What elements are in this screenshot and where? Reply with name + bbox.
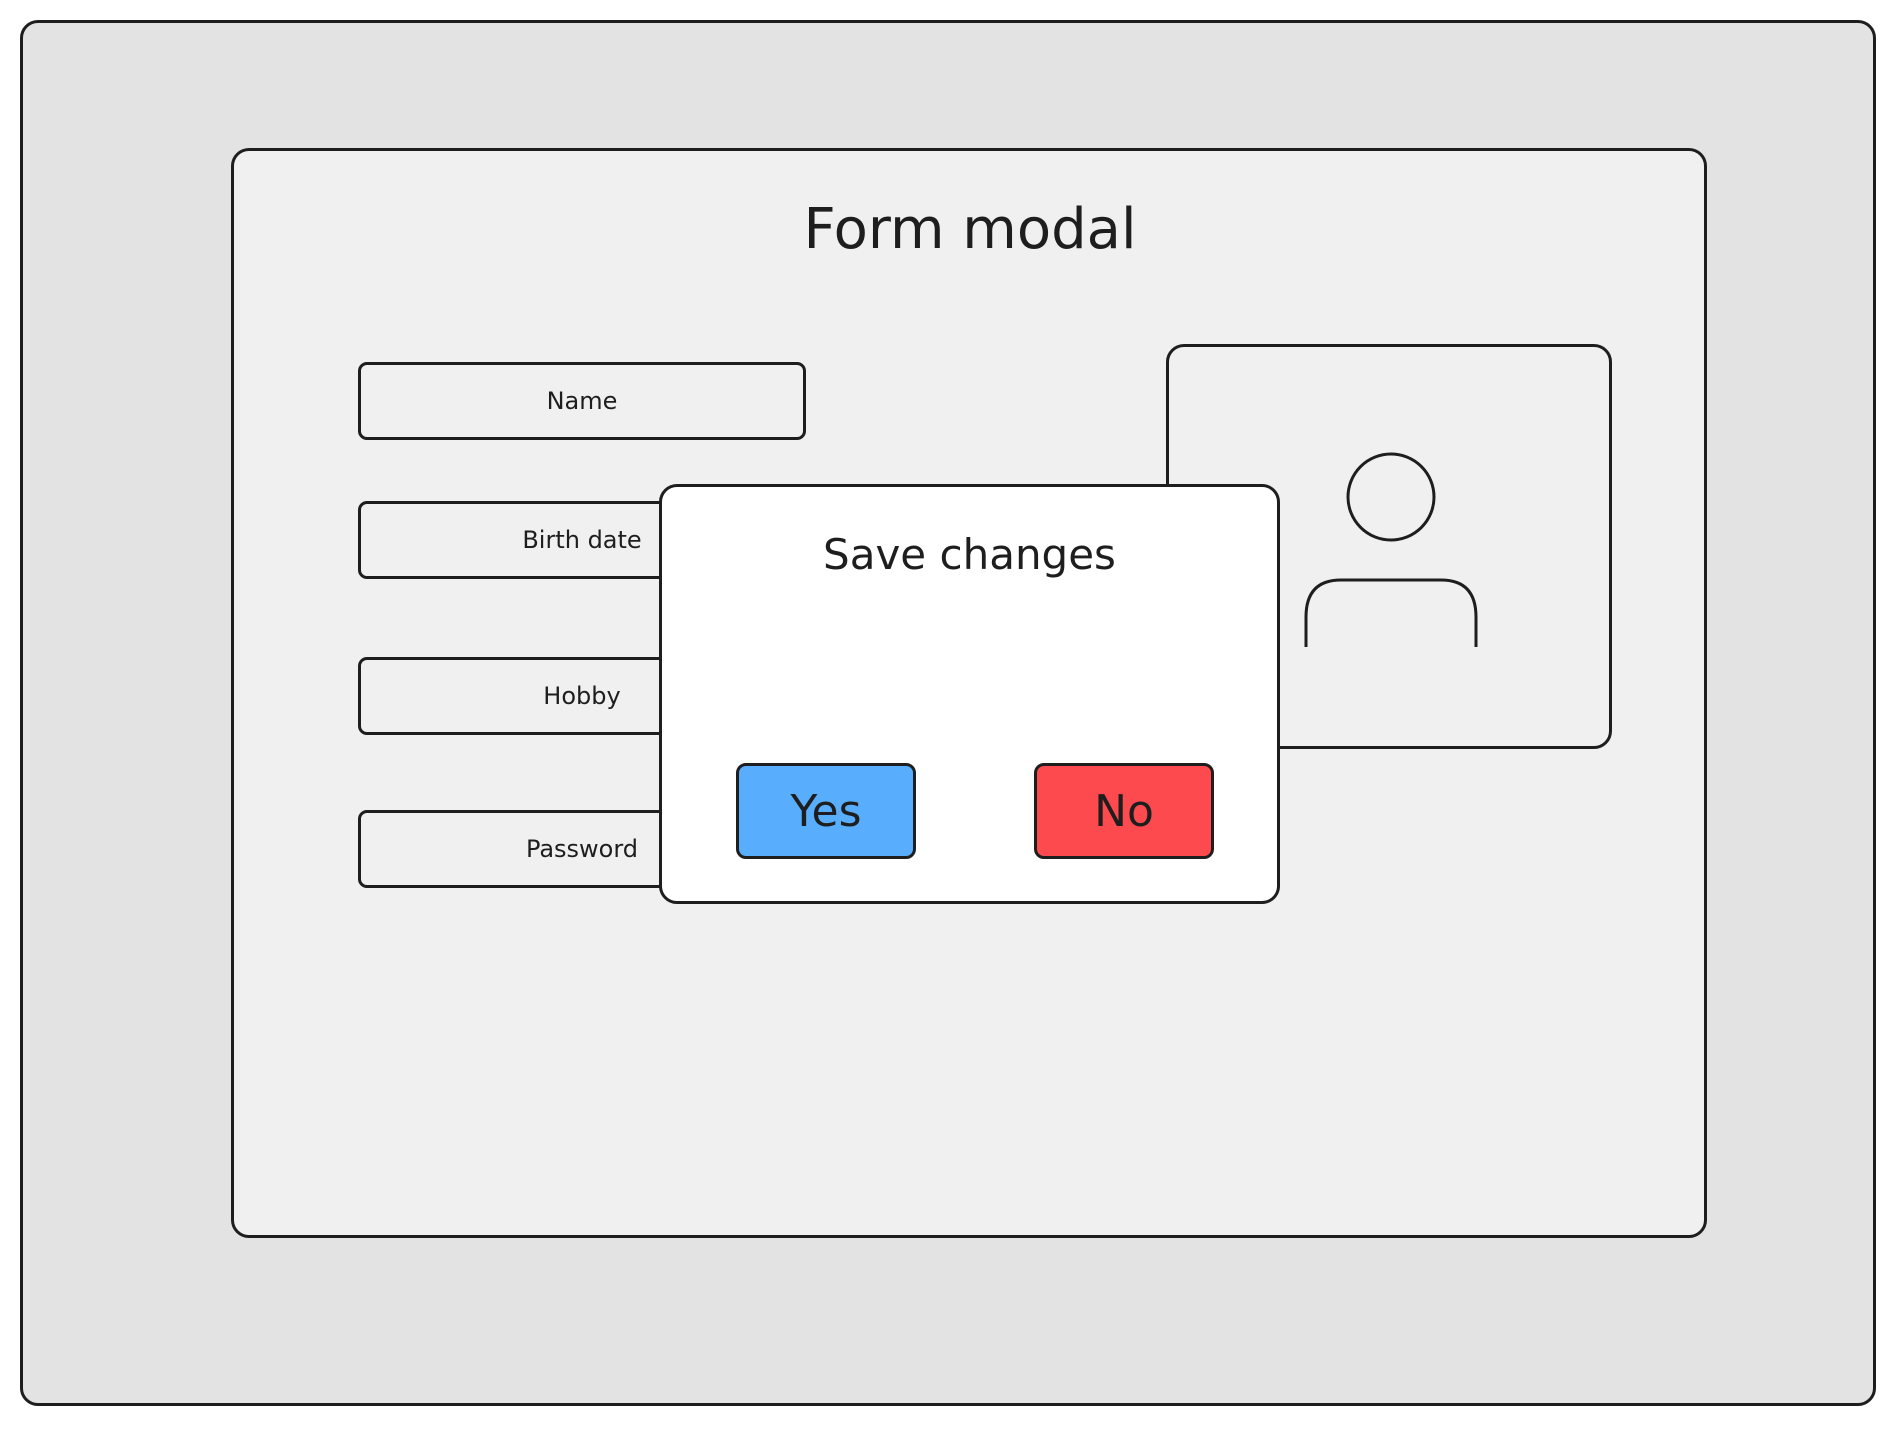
dialog-title: Save changes bbox=[823, 530, 1116, 579]
form-modal-title: Form modal bbox=[803, 197, 1137, 262]
yes-button-label: Yes bbox=[790, 785, 862, 837]
password-field-label: Password bbox=[525, 835, 639, 863]
hobby-field-label: Hobby bbox=[543, 682, 621, 710]
user-avatar-icon bbox=[1304, 452, 1478, 647]
avatar-body bbox=[1304, 578, 1478, 647]
save-changes-dialog: Save changes Yes No bbox=[659, 484, 1280, 904]
no-button-label: No bbox=[1094, 785, 1154, 837]
name-field-label: Name bbox=[546, 387, 618, 415]
birth-date-field-label: Birth date bbox=[522, 526, 642, 554]
yes-button[interactable]: Yes bbox=[736, 763, 916, 859]
no-button[interactable]: No bbox=[1034, 763, 1214, 859]
name-field[interactable]: Name bbox=[358, 362, 806, 440]
avatar-head bbox=[1346, 452, 1436, 542]
